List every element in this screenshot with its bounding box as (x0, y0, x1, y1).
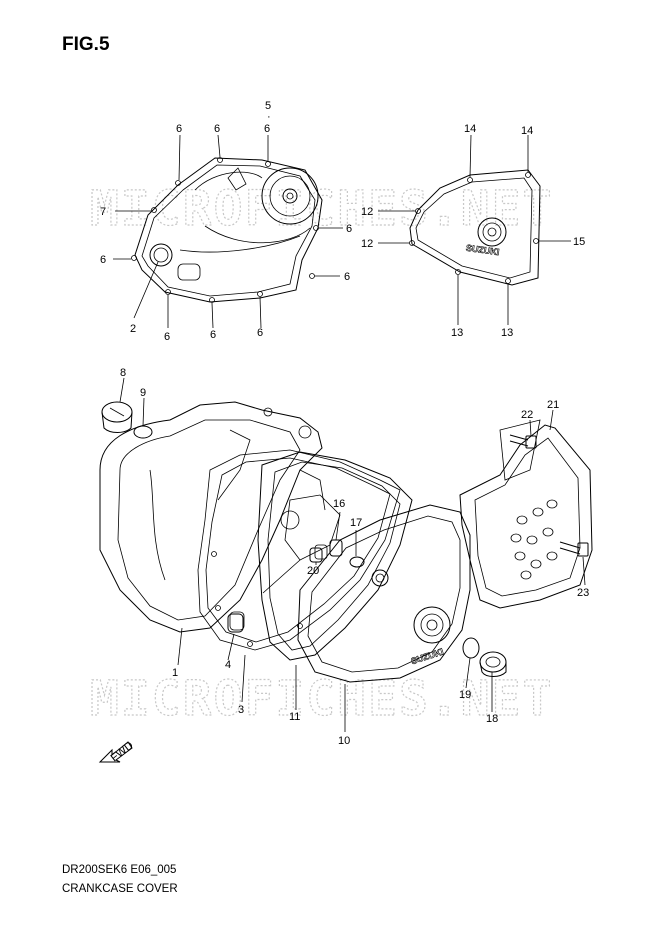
outer-cover-part-10: SUZUKI (297, 504, 471, 683)
callout-13: 13 (501, 327, 513, 339)
crankcase-housing (99, 401, 323, 633)
clutch-cover-top (113, 134, 343, 329)
callout-6: 6 (210, 329, 216, 341)
bolt-part-22 (509, 434, 537, 449)
sprocket-cover-part-21 (459, 419, 593, 609)
callout-6: 6 (100, 254, 106, 266)
inner-cover-part-11 (229, 451, 413, 661)
o-ring-part-19 (462, 637, 480, 659)
callout-16: 16 (333, 498, 345, 510)
callout-4: 4 (225, 659, 231, 671)
bolt-part-23 (559, 541, 589, 557)
watermark-bottom: MICROFICHES.NET (90, 671, 553, 727)
figure-name: CRANKCASE COVER (62, 883, 178, 895)
fwd-arrow: FWD (98, 739, 136, 764)
plug-part-18 (479, 651, 507, 677)
callout-6: 6 (257, 327, 263, 339)
callout-20: 20 (307, 565, 319, 577)
callout-9: 9 (140, 387, 146, 399)
outer-cover-logo: SUZUKI (410, 646, 445, 666)
callout-5: 5 (265, 100, 271, 112)
bolt-holes (131, 157, 319, 303)
generator-cover-logo: SUZUKI (465, 243, 500, 258)
generator-cover-top: SUZUKI (378, 134, 571, 325)
leader-lines-bottom (119, 377, 586, 732)
callout-13: 13 (451, 327, 463, 339)
sprocket-cover-vent-holes (510, 499, 558, 580)
seal-part-17 (349, 556, 365, 568)
callout-6: 6 (346, 223, 352, 235)
callout-3: 3 (238, 704, 244, 716)
callout-21: 21 (547, 399, 559, 411)
callout-6: 6 (214, 123, 220, 135)
figure-title: FIG.5 (62, 34, 110, 55)
callout-labels: 5 · 6 6 6 7 6 2 6 6 6 6 6 14 14 12 12 15… (100, 100, 589, 747)
callout-14: 14 (521, 125, 533, 137)
callout-11: 11 (289, 711, 300, 723)
callout-6: 6 (344, 271, 350, 283)
callout-2: 2 (130, 323, 136, 335)
callout-12: 12 (361, 238, 373, 250)
callout-22: 22 (521, 409, 533, 421)
callout-18: 18 (486, 713, 498, 725)
callout-6: 6 (264, 123, 270, 135)
callout-1: 1 (172, 667, 178, 679)
callout-17: 17 (350, 517, 362, 529)
callout-14: 14 (464, 123, 476, 135)
callout-7: 7 (100, 206, 106, 218)
callout-19: 19 (459, 689, 471, 701)
filler-plug-part-8 (101, 401, 133, 433)
callout-12: 12 (361, 206, 373, 218)
fwd-label: FWD (109, 739, 136, 764)
callout-10: 10 (338, 735, 350, 747)
dowel-part-16 (329, 539, 343, 557)
gasket-part-3 (197, 449, 401, 651)
callout-6: 6 (176, 123, 182, 135)
callout-23: 23 (577, 587, 589, 599)
callout-6: 6 (164, 331, 170, 343)
callout-5-dot: · (267, 111, 271, 123)
o-ring-part-9 (133, 425, 153, 439)
dowel-part-4 (227, 613, 244, 633)
figure-code: DR200SEK6 E06_005 (62, 864, 177, 876)
callout-15: 15 (573, 236, 585, 248)
callout-8: 8 (120, 367, 126, 379)
watermark-group: MICROFICHES.NET MICROFICHES.NET (89, 180, 553, 727)
